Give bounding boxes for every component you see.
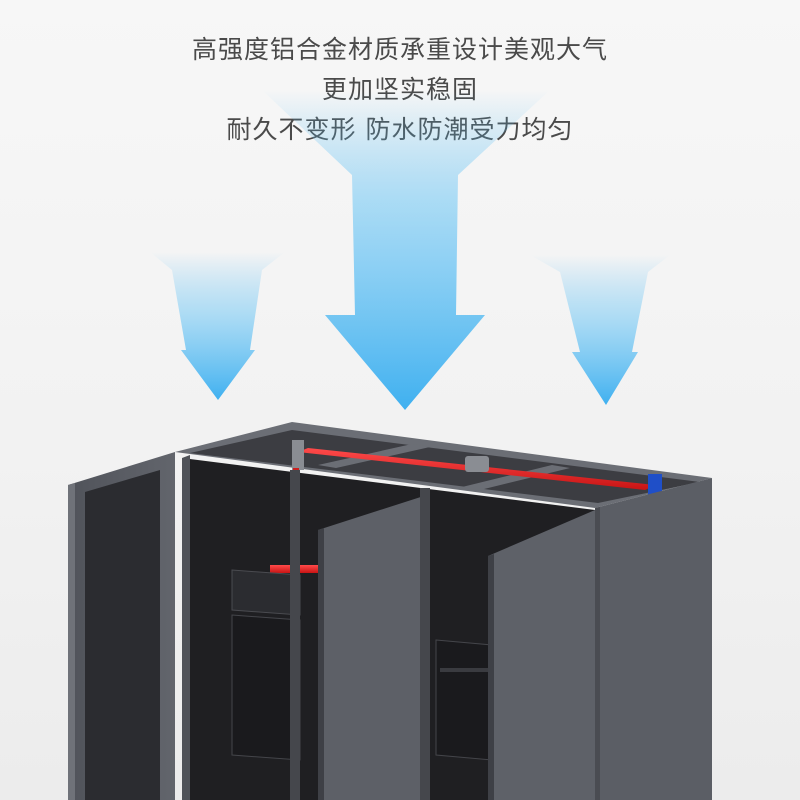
arrow-down-icon: [150, 252, 285, 400]
cabinet: [68, 422, 712, 800]
sump-tank: [231, 569, 493, 761]
arrow-down-icon: [262, 90, 550, 410]
middle-door: [318, 494, 430, 800]
headline-line-1: 高强度铝合金材质承重设计美观大气: [191, 35, 608, 64]
right-side-panel: [595, 478, 712, 800]
arrow-down-icon: [530, 255, 670, 405]
right-door: [488, 510, 595, 800]
left-door: [68, 452, 175, 800]
